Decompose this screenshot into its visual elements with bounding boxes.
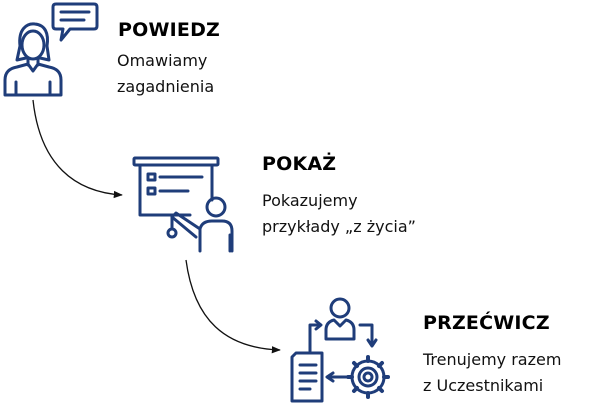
step-desc-przecwicz: Trenujemy razem z Uczestnikami <box>423 347 561 399</box>
step-desc-line: Trenujemy razem <box>423 350 562 369</box>
step-desc-pokaz: Pokazujemy przykłady „z życia” <box>262 188 416 240</box>
step-desc-line: zagadnienia <box>117 77 215 96</box>
arrow-step2-to-step3 <box>185 259 281 354</box>
step-desc-powiedz: Omawiamy zagadnienia <box>117 48 214 100</box>
step-desc-line: przykłady „z życia” <box>262 217 416 236</box>
step-desc-line: Omawiamy <box>117 51 208 70</box>
person-speech-icon <box>0 0 100 100</box>
step-title-powiedz: POWIEDZ <box>118 19 221 41</box>
step-title-przecwicz: PRZEĆWICZ <box>423 312 550 334</box>
training-cycle-icon <box>288 295 398 403</box>
arrow-step1-to-step2 <box>32 99 123 199</box>
presentation-board-icon <box>130 155 240 255</box>
step-title-pokaz: POKAŻ <box>262 153 337 175</box>
step-desc-line: z Uczestnikami <box>423 376 544 395</box>
step-desc-line: Pokazujemy <box>262 191 358 210</box>
